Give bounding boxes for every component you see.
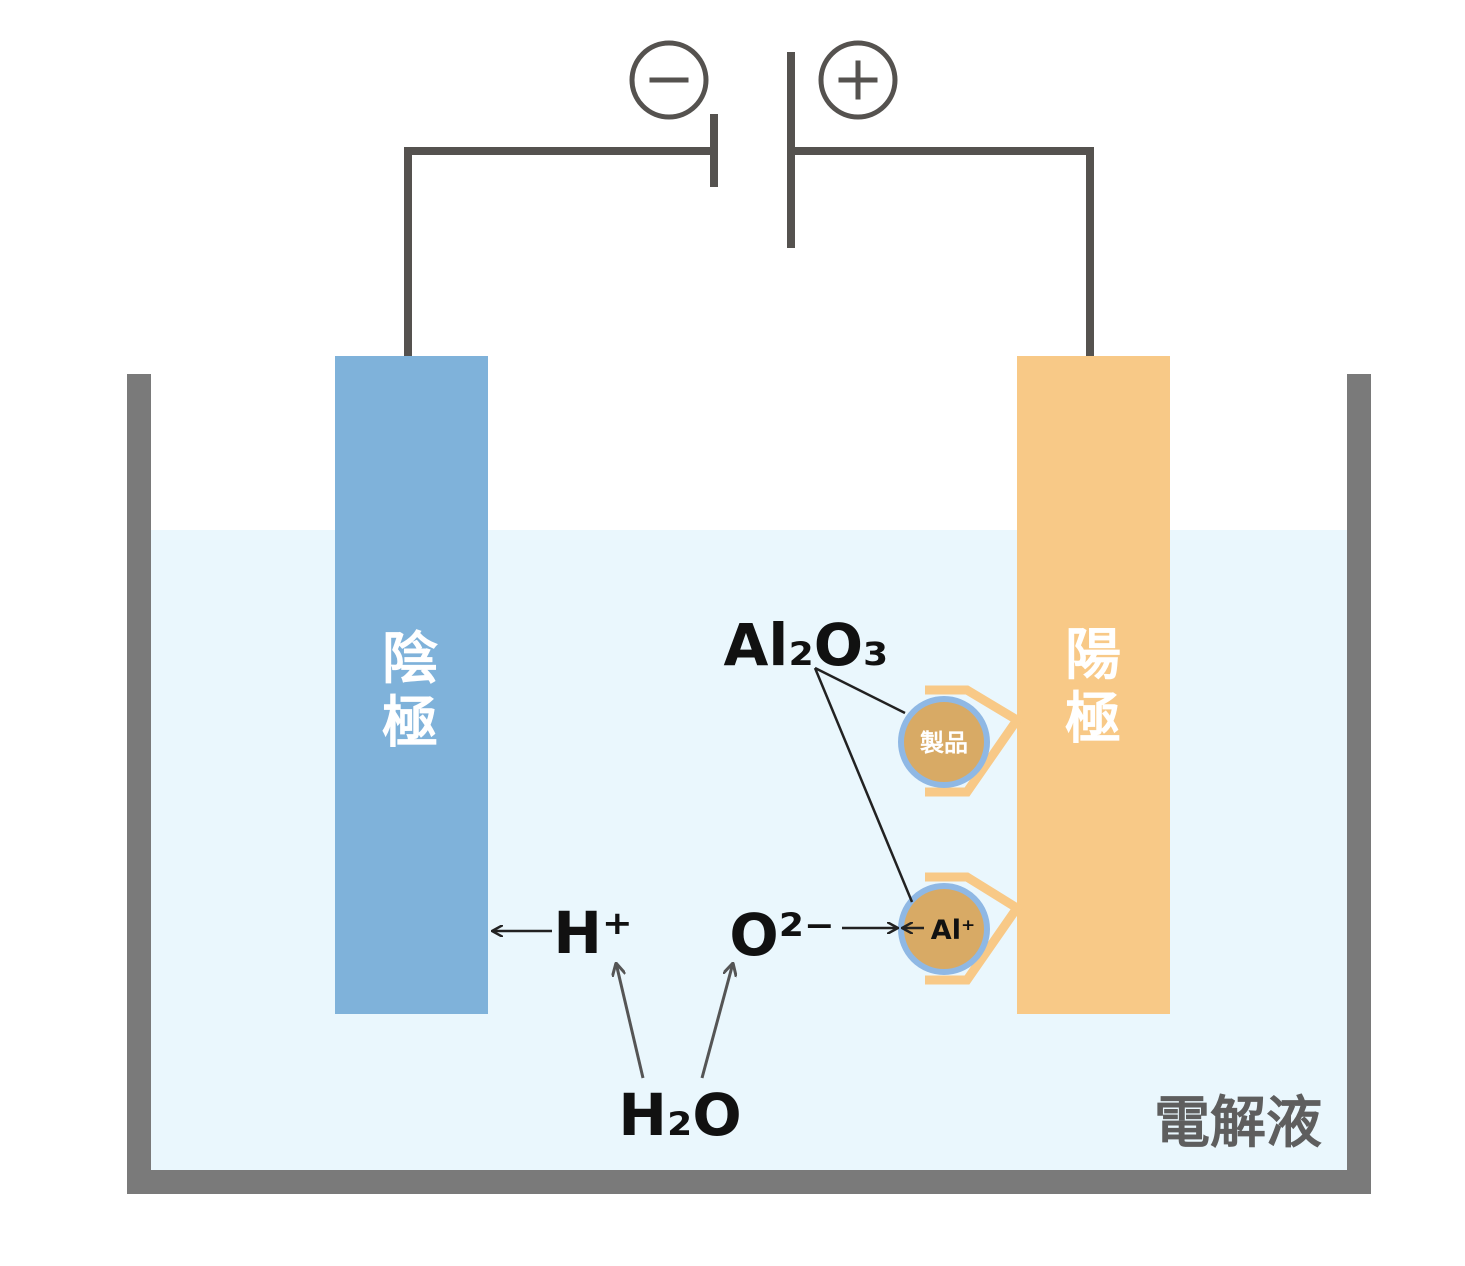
cathode-wire bbox=[404, 147, 714, 356]
anode-label-line2: 極 bbox=[1065, 687, 1121, 752]
upper-part bbox=[898, 696, 990, 788]
oxide-label: Al₂O₃ bbox=[724, 611, 889, 679]
negative-terminal-icon bbox=[629, 40, 709, 120]
lower-part-holder bbox=[925, 872, 1024, 985]
cathode-label-line1: 陰 bbox=[382, 627, 438, 692]
cathode-label-line2: 極 bbox=[382, 691, 438, 756]
hydrogen-ion-label: H⁺ bbox=[553, 899, 632, 967]
tank bbox=[127, 374, 1371, 1194]
water-to-hydrogen-ion-arrow bbox=[616, 963, 645, 1079]
water-label: H₂O bbox=[618, 1081, 741, 1149]
oxide-pointer-upper bbox=[814, 666, 906, 715]
upper-part-label: 製品 bbox=[920, 729, 968, 757]
water-to-oxide-ion-arrow bbox=[700, 963, 733, 1079]
upper-part-holder bbox=[925, 685, 1024, 797]
electrolyte-label: 電解液 bbox=[1154, 1091, 1322, 1156]
positive-terminal-icon bbox=[818, 40, 898, 120]
anode-electrode bbox=[1017, 356, 1170, 1014]
oxide-pointer-lower bbox=[813, 667, 914, 903]
anode-wire bbox=[791, 147, 1094, 362]
oxide-ion-label: O²⁻ bbox=[729, 901, 834, 969]
cathode-electrode bbox=[335, 356, 488, 1014]
anode-label-line1: 陽 bbox=[1065, 623, 1121, 688]
aluminum-ion-label: Al⁺ bbox=[931, 915, 975, 946]
